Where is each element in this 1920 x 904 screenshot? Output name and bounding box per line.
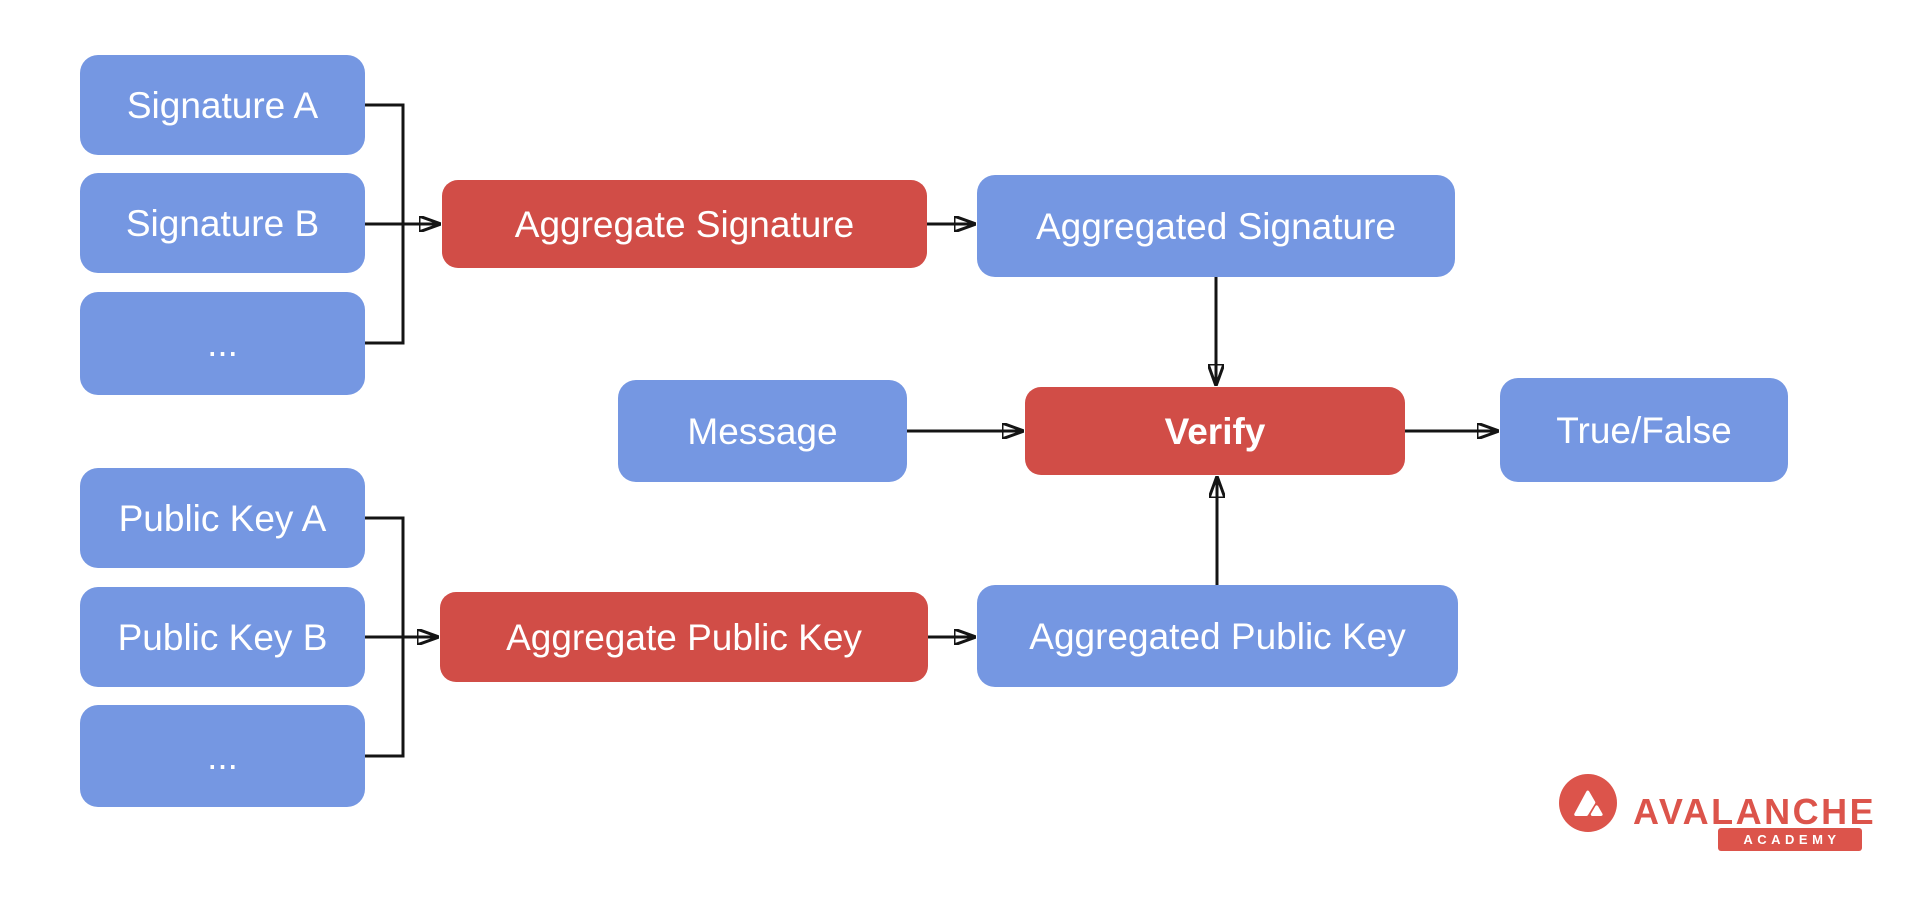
node-signature-a: Signature A [80, 55, 365, 155]
node-verify-label: Verify [1164, 410, 1266, 452]
node-public-key-ellipsis: ... [80, 705, 365, 807]
node-signature-ellipsis-label: ... [207, 323, 238, 364]
node-public-key-a-label: Public Key A [118, 497, 327, 539]
node-aggregate-signature: Aggregate Signature [442, 180, 927, 268]
node-public-key-b: Public Key B [80, 587, 365, 687]
academy-badge: ACADEMY [1718, 828, 1862, 851]
node-aggregate-public-key: Aggregate Public Key [440, 592, 928, 682]
node-aggregated-signature: Aggregated Signature [977, 175, 1455, 277]
node-message-label: Message [687, 410, 838, 452]
academy-badge-label: ACADEMY [1743, 832, 1841, 847]
node-signature-b-label: Signature B [125, 202, 320, 244]
node-aggregate-signature-label: Aggregate Signature [514, 203, 855, 245]
node-aggregated-signature-label: Aggregated Signature [1036, 205, 1396, 247]
node-aggregated-public-key-label: Aggregated Public Key [1029, 615, 1406, 657]
node-signature-b: Signature B [80, 173, 365, 273]
avalanche-logo-icon [1559, 774, 1617, 832]
avalanche-academy-logo: AVALANCHE ACADEMY [1559, 772, 1884, 854]
node-true-false: True/False [1500, 378, 1788, 482]
node-verify: Verify [1025, 387, 1405, 475]
public-key-bus-line [365, 516, 405, 758]
node-signature-ellipsis: ... [80, 292, 365, 395]
node-public-key-ellipsis-label: ... [207, 735, 238, 777]
avalanche-wordmark: AVALANCHE [1633, 791, 1877, 832]
node-public-key-a: Public Key A [80, 468, 365, 568]
node-public-key-b-label: Public Key B [117, 616, 328, 658]
node-signature-a-label: Signature A [126, 84, 319, 126]
signature-bus-line [365, 103, 405, 345]
node-true-false-label: True/False [1556, 409, 1732, 451]
node-aggregate-public-key-label: Aggregate Public Key [506, 616, 862, 658]
node-message: Message [618, 380, 907, 482]
node-aggregated-public-key: Aggregated Public Key [977, 585, 1458, 687]
